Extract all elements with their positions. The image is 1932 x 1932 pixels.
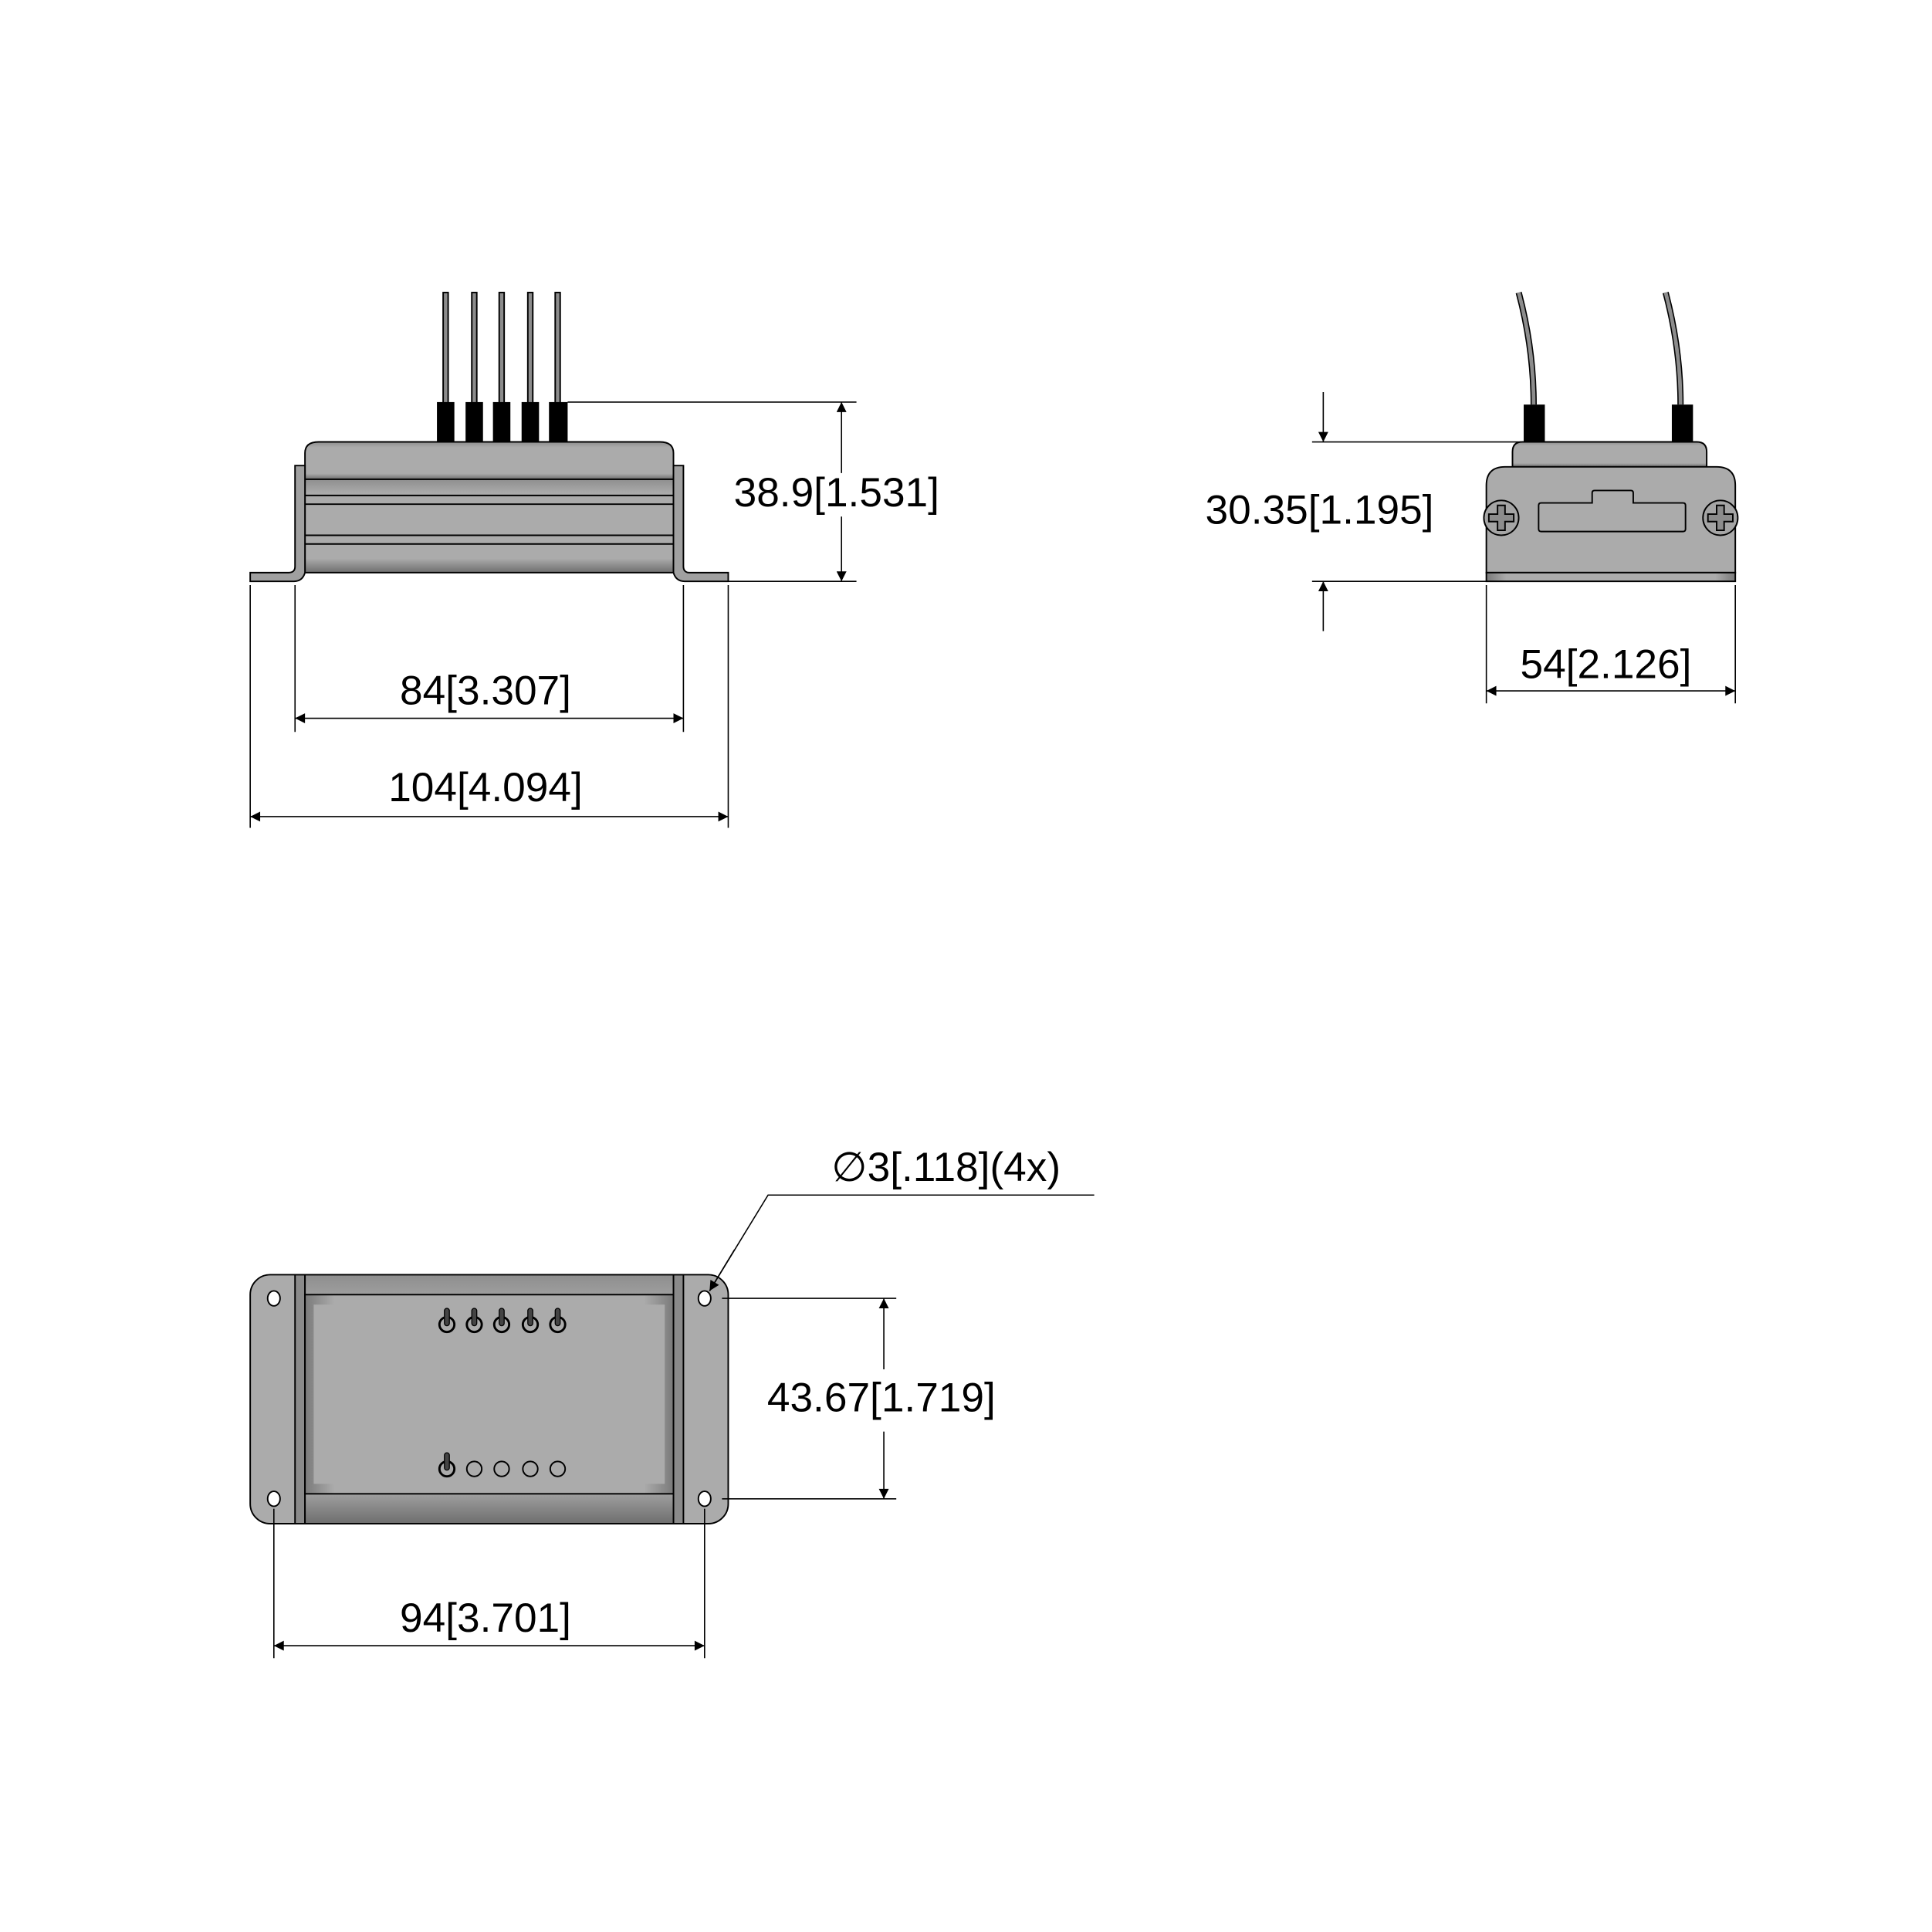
toggle-switch-icon: [549, 1308, 567, 1334]
hole-spacing-vertical-dimension: 43.67[1.719]: [767, 1375, 996, 1420]
connector-slot: [1538, 489, 1687, 533]
wire-sleeves: [437, 401, 568, 442]
toggle-switch-icon: [438, 1452, 456, 1478]
front-height-dimension: 38.9[1.531]: [734, 470, 939, 516]
curved-wires: [1515, 291, 1684, 405]
side-end-cap: [1485, 465, 1737, 574]
enclosure-top: [304, 441, 675, 480]
side-top: [1511, 441, 1708, 468]
toggle-switch-icon: [438, 1308, 456, 1334]
toggle-switch-icon: [521, 1308, 540, 1334]
enclosure-body: [304, 478, 675, 574]
screw-icon: [1483, 499, 1520, 536]
side-height-dimension: 30.35[1.195]: [1206, 488, 1434, 533]
side-width-dimension: 54[2.126]: [1520, 642, 1691, 688]
wire-sleeve: [1671, 404, 1693, 442]
hole-spacing-horizontal-dimension: 94[3.701]: [400, 1595, 571, 1641]
front-overall-width-dimension: 104[4.094]: [388, 765, 583, 810]
front-inner-width-dimension: 84[3.307]: [400, 668, 571, 713]
toggle-switch-icon: [492, 1308, 511, 1334]
side-view: 30.35[1.195] 54[2.126]: [1206, 291, 1739, 704]
mounting-holes: [266, 1290, 712, 1507]
wires: [437, 292, 568, 442]
wire-sleeve: [1524, 404, 1545, 442]
toggle-switches-top: [438, 1308, 567, 1478]
indicator-holes-bottom: [465, 1460, 567, 1477]
bottom-view: ∅3[.118](4x) 43.67[1.719] 94[3.701]: [249, 1145, 1095, 1659]
screw-icon: [1702, 499, 1739, 536]
hole-diameter-callout: ∅3[.118](4x): [831, 1145, 1061, 1190]
mounting-bracket: [249, 465, 306, 583]
front-view: 38.9[1.531] 84[3.307] 104[4.094]: [249, 292, 939, 828]
toggle-switch-icon: [465, 1308, 483, 1334]
